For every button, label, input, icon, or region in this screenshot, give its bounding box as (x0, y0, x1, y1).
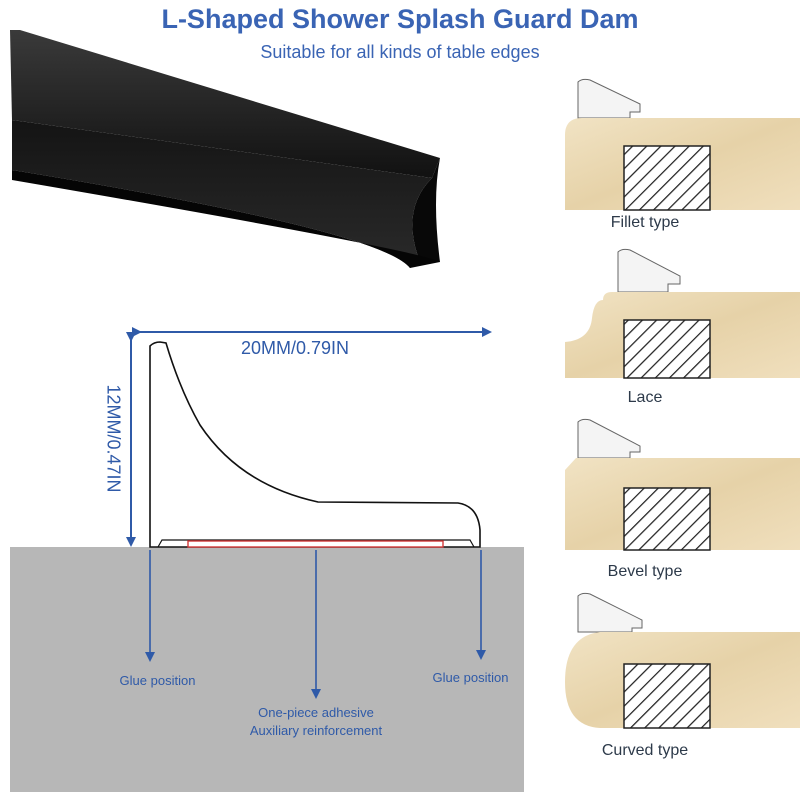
edge-caption-curved: Curved type (601, 742, 689, 759)
edge-lace-illustration (565, 248, 800, 379)
edge-caption-bevel: Bevel type (607, 563, 683, 580)
glue-position-left-label: Glue position (119, 673, 196, 688)
profile-outline (149, 341, 481, 548)
edge-caption-lace: Lace (627, 389, 663, 406)
edge-curved-illustration (565, 592, 800, 729)
page-subtitle: Suitable for all kinds of table edges (260, 42, 540, 62)
page-title: L-Shaped Shower Splash Guard Dam (161, 4, 639, 34)
product-strip-image (10, 30, 440, 268)
edge-bevel-illustration (565, 418, 800, 551)
edge-caption-fillet: Fillet type (610, 214, 680, 231)
adhesive-label-line2: Auxiliary reinforcement (249, 723, 383, 738)
edge-fillet-illustration (565, 78, 800, 211)
surface-block (10, 547, 524, 792)
glue-position-right-label: Glue position (432, 670, 509, 685)
profile-base-line (157, 539, 475, 548)
width-dimension-label: 20MM/0.79IN (240, 338, 350, 358)
adhesive-strip (187, 540, 444, 548)
height-dimension-label: 12MM/0.47IN (103, 384, 124, 493)
adhesive-label-line1: One-piece adhesive (258, 705, 374, 720)
